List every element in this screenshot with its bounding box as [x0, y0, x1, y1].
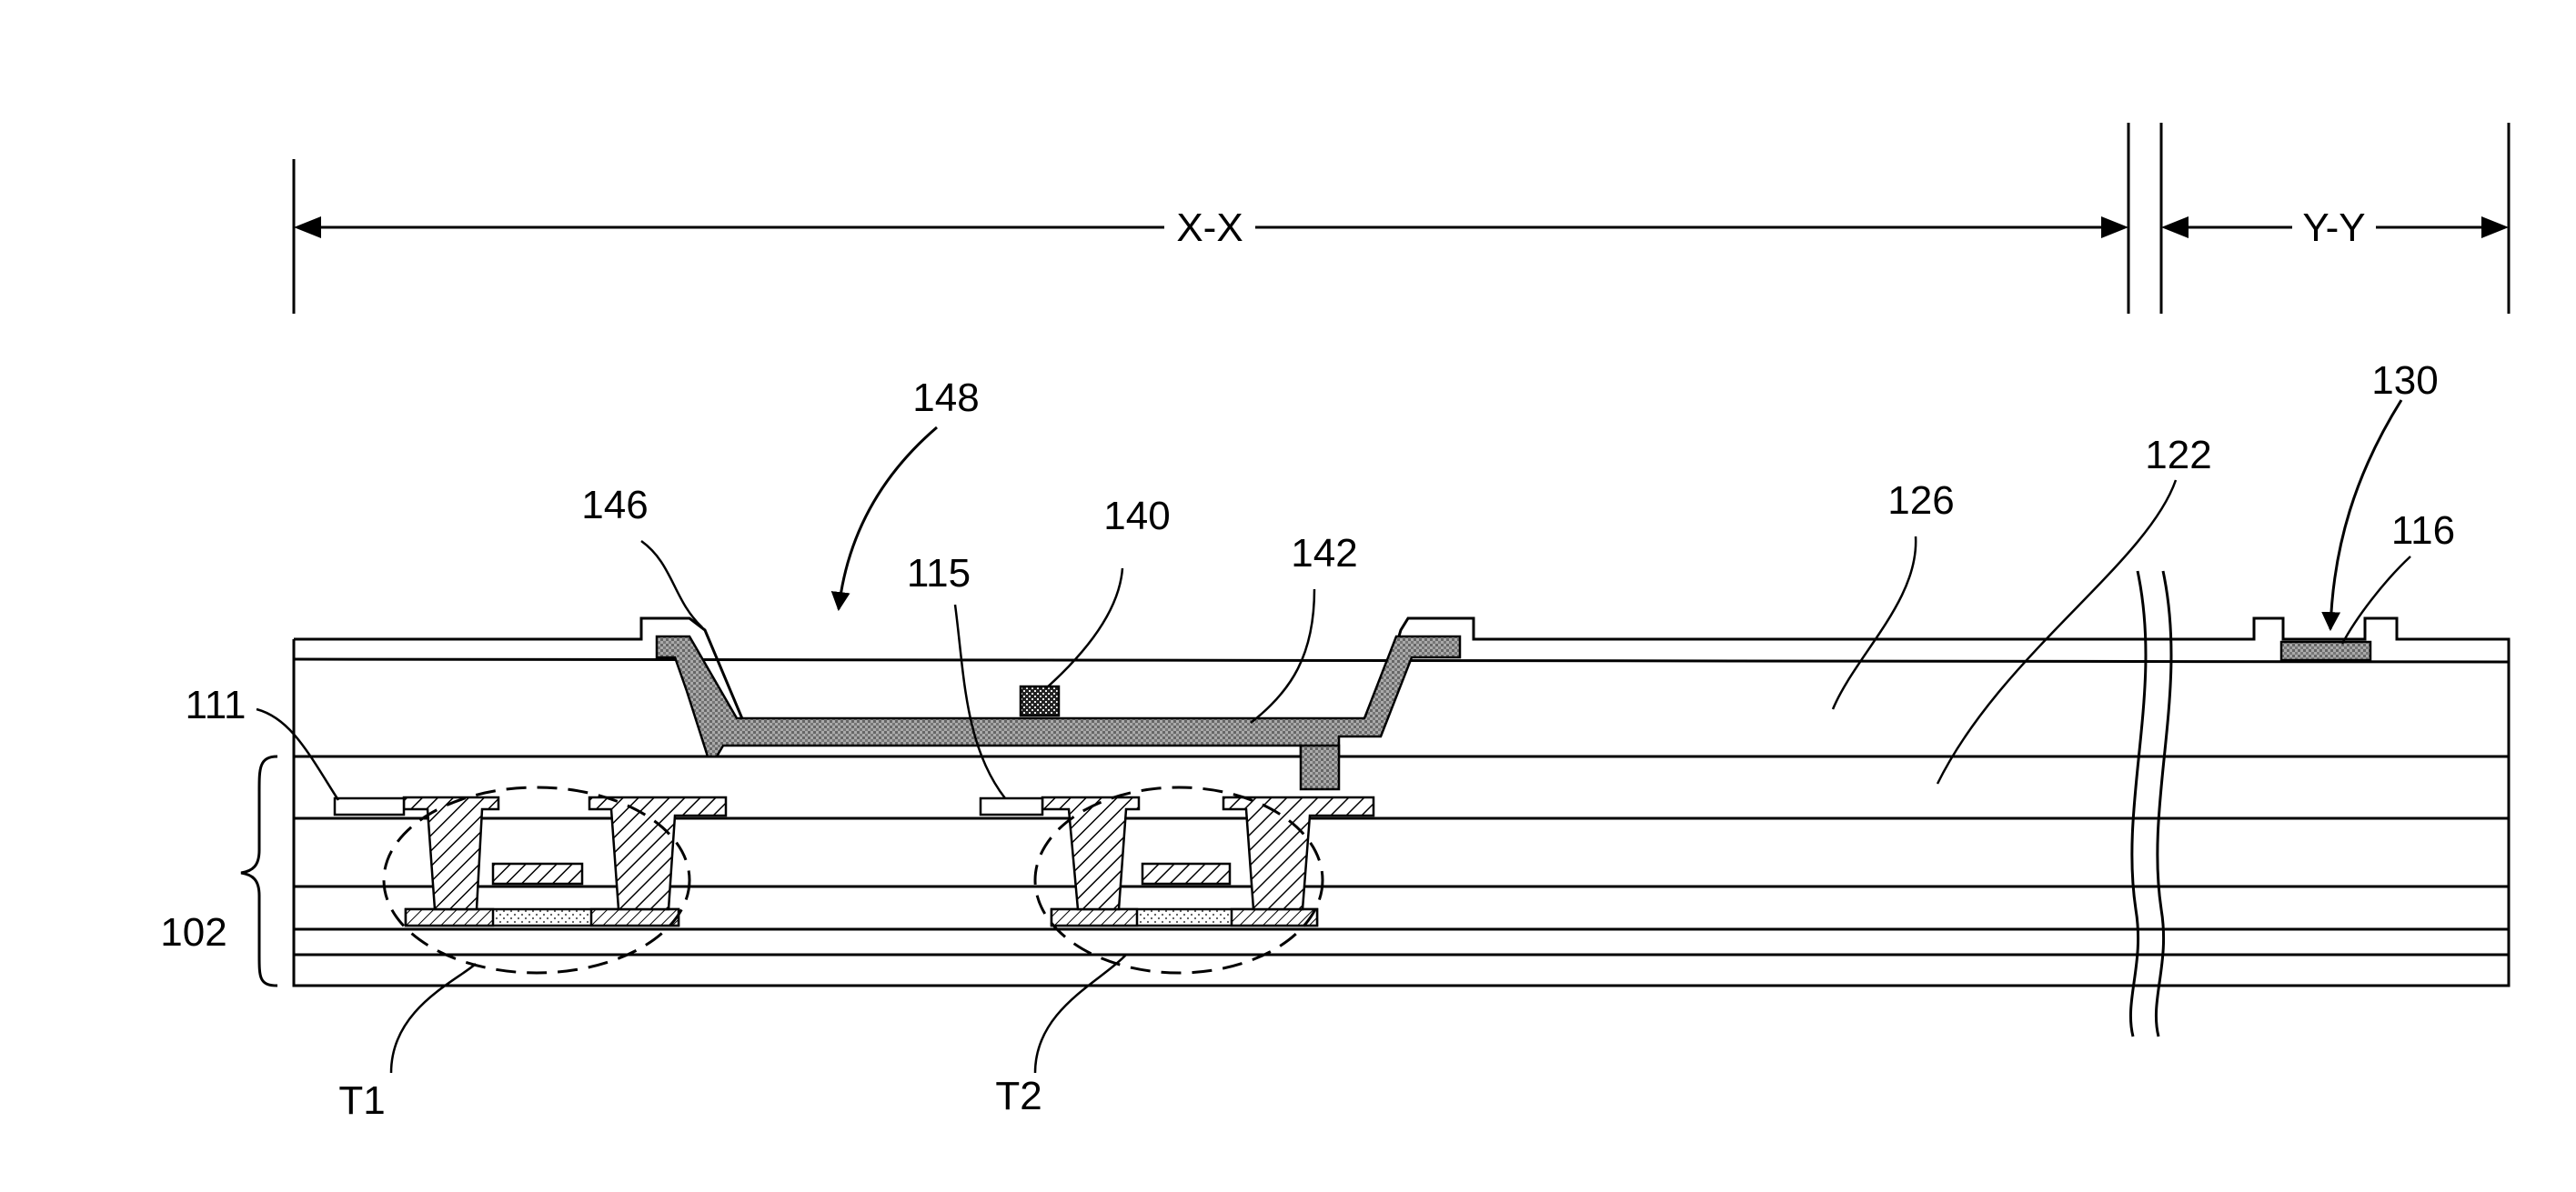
label-115: 115	[907, 551, 971, 596]
dimension-label-yy: Y-Y	[2302, 205, 2365, 250]
label-t1: T1	[338, 1078, 385, 1123]
label-130: 130	[2371, 358, 2438, 403]
pad-116	[2281, 642, 2370, 660]
label-140: 140	[1103, 494, 1170, 538]
dimension-label-xx: X-X	[1176, 205, 1243, 250]
label-116: 116	[2391, 508, 2455, 553]
dimension-lines	[294, 123, 2509, 314]
label-t2: T2	[995, 1074, 1041, 1118]
label-126: 126	[1887, 478, 1954, 523]
label-102: 102	[160, 910, 226, 955]
label-146: 146	[581, 483, 648, 527]
label-142: 142	[1291, 531, 1357, 576]
label-111: 111	[186, 683, 247, 727]
label-122: 122	[2145, 433, 2211, 477]
brace-102	[241, 756, 277, 986]
label-148: 148	[912, 376, 979, 420]
spacer-140	[1021, 686, 1059, 716]
